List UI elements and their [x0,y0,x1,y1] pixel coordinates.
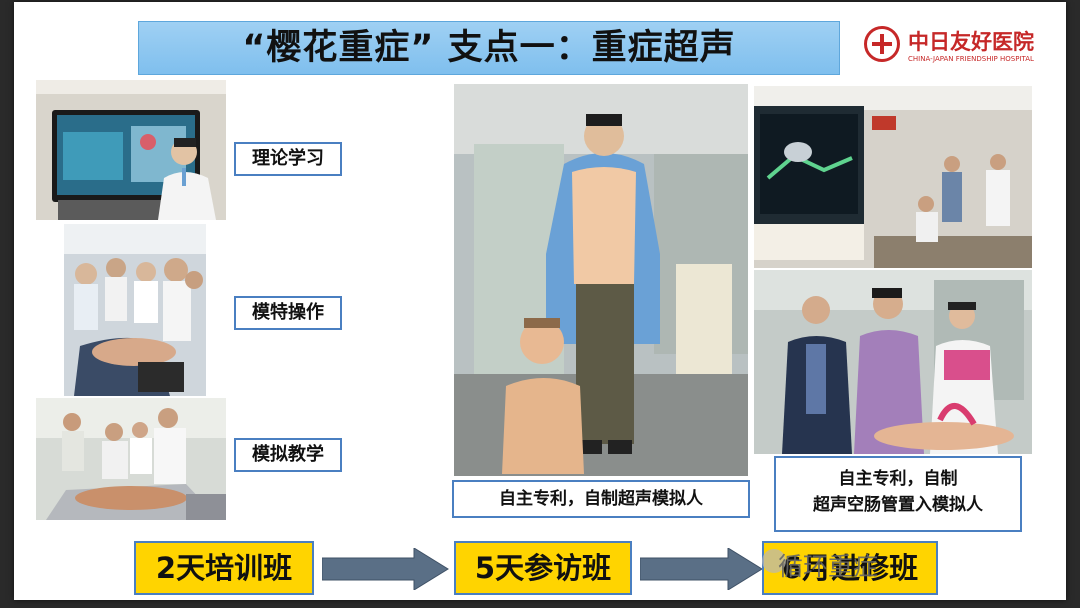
arrow-right-icon [640,548,763,590]
simulation-teaching-photo [36,398,226,520]
stage-label: 2天培训班 [155,551,293,585]
watermark-logo-icon [762,549,786,573]
model-operation-photo [64,224,206,396]
stage-label: 5天参访班 [474,551,612,585]
ultrasound-simulator-photo [454,84,748,476]
activity-label-text: 模拟教学 [252,444,324,465]
watermark-text: 循环重症 [778,552,879,581]
activity-label-simulation: 模拟教学 [234,438,342,472]
activity-label-text: 模特操作 [252,302,324,323]
hospital-name-en: CHINA-JAPAN FRIENDSHIP HOSPITAL [908,55,1034,63]
lecture-photo [36,80,226,220]
hospital-cross-icon [864,26,900,62]
stage-6month-advanced: 6月进修班 [762,541,938,595]
center-caption: 自主专利，自制超声模拟人 [452,480,750,518]
right-caption-line2: 超声空肠管置入模拟人 [813,495,983,515]
stage-2day-training: 2天培训班 [134,541,314,595]
stage-5day-visit: 5天参访班 [454,541,632,595]
hospital-name-cn: 中日友好医院 [908,29,1034,54]
jejunal-tube-simulator-photo [754,270,1032,454]
right-caption-line1: 自主专利，自制 [838,469,958,489]
hospital-logo: 中日友好医院 CHINA-JAPAN FRIENDSHIP HOSPITAL [864,26,1054,70]
activity-label-text: 理论学习 [252,148,324,169]
activity-label-theory: 理论学习 [234,142,342,176]
slide-title: “樱花重症” 支点一：重症超声 [242,28,736,68]
slide: “樱花重症” 支点一：重症超声 中日友好医院 CHINA-JAPAN FRIEN… [14,2,1066,600]
center-caption-text: 自主专利，自制超声模拟人 [499,489,703,509]
arrow-right-icon [322,548,449,590]
ultrasound-lecture-room-photo [754,86,1032,268]
title-bar: “樱花重症” 支点一：重症超声 [138,21,840,75]
activity-label-model: 模特操作 [234,296,342,330]
stage-label: 6月进修班 [781,551,919,585]
right-caption: 自主专利，自制 超声空肠管置入模拟人 [774,456,1022,532]
